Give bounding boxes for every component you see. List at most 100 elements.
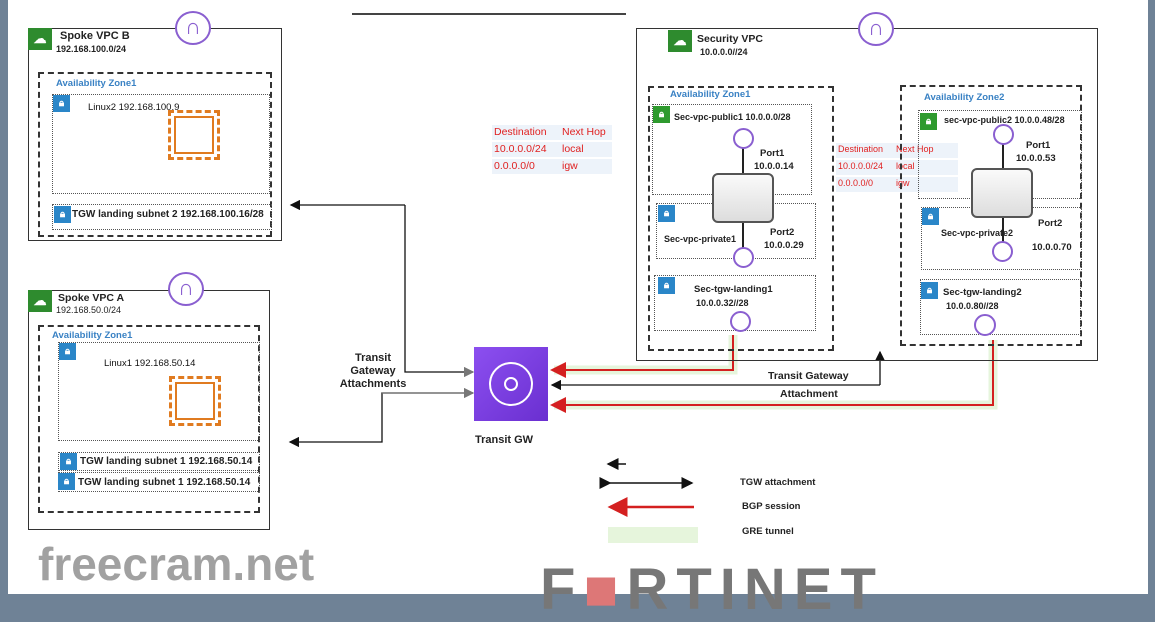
spoke-b-az-label: Availability Zone1: [56, 78, 137, 89]
rt-header-hop: Next Hop: [562, 126, 606, 138]
port1-ip: 10.0.0.53: [1016, 153, 1056, 164]
legend-tgw-label: TGW attachment: [740, 477, 816, 488]
spoke-a-subnet: [58, 342, 260, 441]
rt-header-dest: Destination: [838, 144, 884, 154]
eni-icon: [974, 314, 996, 336]
router-icon: ∩: [168, 272, 204, 306]
vpc-cloud-icon: ☁: [668, 30, 692, 52]
lock-icon: 🔒︎: [59, 343, 76, 360]
sec-private2-label: Sec-vpc-private2: [941, 228, 1014, 238]
rt-cell: igw: [896, 178, 910, 188]
lock-icon: 🔒︎: [58, 473, 75, 490]
port2-label: Port2: [770, 227, 795, 238]
connections: [288, 134, 1004, 543]
port2-ip: 10.0.0.29: [764, 240, 804, 251]
lock-icon: 🔒︎: [60, 453, 77, 470]
attach-spoke-a: [288, 392, 473, 448]
az2-label: Availability Zone2: [924, 92, 1005, 103]
linux1-label: Linux1 192.168.50.14: [104, 358, 196, 369]
sec-landing2-subnet: [920, 279, 1081, 335]
spoke-b-tgw-subnet-label: TGW landing subnet 2 192.168.100.16/28: [72, 209, 264, 220]
port1-ip: 10.0.0.14: [754, 161, 794, 172]
lock-icon: 🔒︎: [658, 205, 675, 222]
spoke-a-tgw-subnet-label: TGW landing subnet 1 192.168.50.14: [78, 477, 251, 488]
sec-public1-label: Sec-vpc-public1 10.0.0.0/28: [674, 112, 791, 122]
vpc-cloud-icon: ☁: [28, 28, 52, 50]
lock-icon: 🔒︎: [922, 208, 939, 225]
label-line: Transit: [354, 352, 392, 364]
top-divider: [352, 13, 626, 15]
fortinet-logo: F■RTINET: [540, 557, 884, 622]
transit-gateway-icon[interactable]: [474, 347, 548, 421]
router-icon: ∩: [175, 11, 211, 45]
eni-icon: [733, 128, 754, 149]
tgw-attachments-label: Transit Gateway Attachments: [333, 352, 413, 391]
spoke-b-cidr: 192.168.100.0/24: [56, 44, 127, 54]
port1-label: Port1: [1026, 140, 1051, 151]
port-links: [742, 134, 1004, 257]
ec2-chip-icon: [168, 110, 220, 160]
security-az1: [648, 86, 834, 351]
sec-landing2-cidr: 10.0.0.80//28: [946, 301, 999, 311]
bgp-session-1: [550, 335, 734, 378]
sec-attach-label-1: Transit Gateway: [768, 370, 849, 382]
sec-attach-label-2: Attachment: [780, 388, 838, 400]
fortigate-firewall-icon[interactable]: [712, 173, 774, 223]
spoke-a-tgw-subnet-1: [58, 452, 260, 471]
spoke-b-tgw-subnet: [52, 204, 272, 230]
spoke-vpc-a: [28, 290, 270, 530]
lock-icon: 🔒︎: [658, 277, 675, 294]
bgp-session-2: [550, 340, 994, 413]
lock-icon: 🔒︎: [53, 95, 70, 112]
diagram-canvas: ☁ Spoke VPC B 192.168.100.0/24 Availabil…: [8, 0, 1148, 594]
rt-cell: local: [896, 161, 915, 171]
rt-cell: local: [562, 143, 584, 155]
linux2-label: Linux2 192.168.100.9: [88, 102, 180, 113]
label-line: Attachments: [339, 378, 407, 390]
vpc-cloud-icon: ☁: [28, 290, 52, 312]
lock-icon: 🔒︎: [921, 282, 938, 299]
lock-icon: 🔒︎: [920, 113, 937, 130]
rt-cell: 0.0.0.0/0: [838, 178, 874, 188]
legend-gre-label: GRE tunnel: [742, 526, 794, 537]
lock-icon: 🔒︎: [54, 206, 71, 223]
eni-icon: [730, 311, 751, 332]
ec2-chip-icon: [169, 376, 221, 426]
label-line: Gateway: [350, 365, 396, 377]
watermark: freecram.net: [38, 538, 315, 590]
eni-icon: [733, 247, 754, 268]
port2-label: Port2: [1038, 218, 1063, 229]
rt-header-hop: Next Hop: [896, 144, 934, 154]
rt-cell: 10.0.0.0/24: [494, 143, 547, 155]
sec-landing2-label: Sec-tgw-landing2: [943, 287, 1022, 298]
spoke-a-cidr: 192.168.50.0/24: [56, 305, 122, 315]
sec-landing1-cidr: 10.0.0.32//28: [696, 298, 749, 308]
security-title: Security VPC: [697, 33, 763, 45]
eni-icon: [993, 124, 1014, 145]
security-cidr: 10.0.0.0//24: [700, 47, 748, 57]
transit-gw-label: Transit GW: [475, 434, 534, 446]
spoke-b-subnet: [52, 94, 270, 194]
eni-icon: [992, 241, 1013, 262]
rt-header-dest: Destination: [494, 126, 547, 138]
fortigate-firewall-icon[interactable]: [971, 168, 1033, 218]
port2-ip: 10.0.0.70: [1032, 242, 1072, 253]
attach-spoke-b-tgw: [404, 205, 475, 378]
sec-private1-label: Sec-vpc-private1: [664, 234, 737, 244]
sec-public2-label: sec-vpc-public2 10.0.0.48/28: [944, 115, 1065, 125]
legend-gre-swatch: [608, 527, 698, 543]
sec-landing1-label: Sec-tgw-landing1: [694, 284, 773, 295]
router-icon: ∩: [858, 12, 894, 46]
spoke-b-az: [38, 72, 272, 237]
spoke-b-title: Spoke VPC B: [60, 30, 130, 42]
port1-label: Port1: [760, 148, 785, 159]
rt-cell: igw: [562, 160, 578, 172]
spoke-a-az-label: Availability Zone1: [52, 330, 133, 341]
az1-label: Availability Zone1: [670, 89, 751, 100]
spoke-a-tgw-subnet-label: TGW landing subnet 1 192.168.50.14: [80, 456, 253, 467]
spoke-a-title: Spoke VPC A: [58, 292, 125, 304]
spoke-vpc-b: [28, 28, 282, 241]
rt-cell: 0.0.0.0/0: [494, 160, 535, 172]
lock-icon: 🔒︎: [653, 106, 670, 123]
rt-cell: 10.0.0.0/24: [838, 161, 884, 171]
